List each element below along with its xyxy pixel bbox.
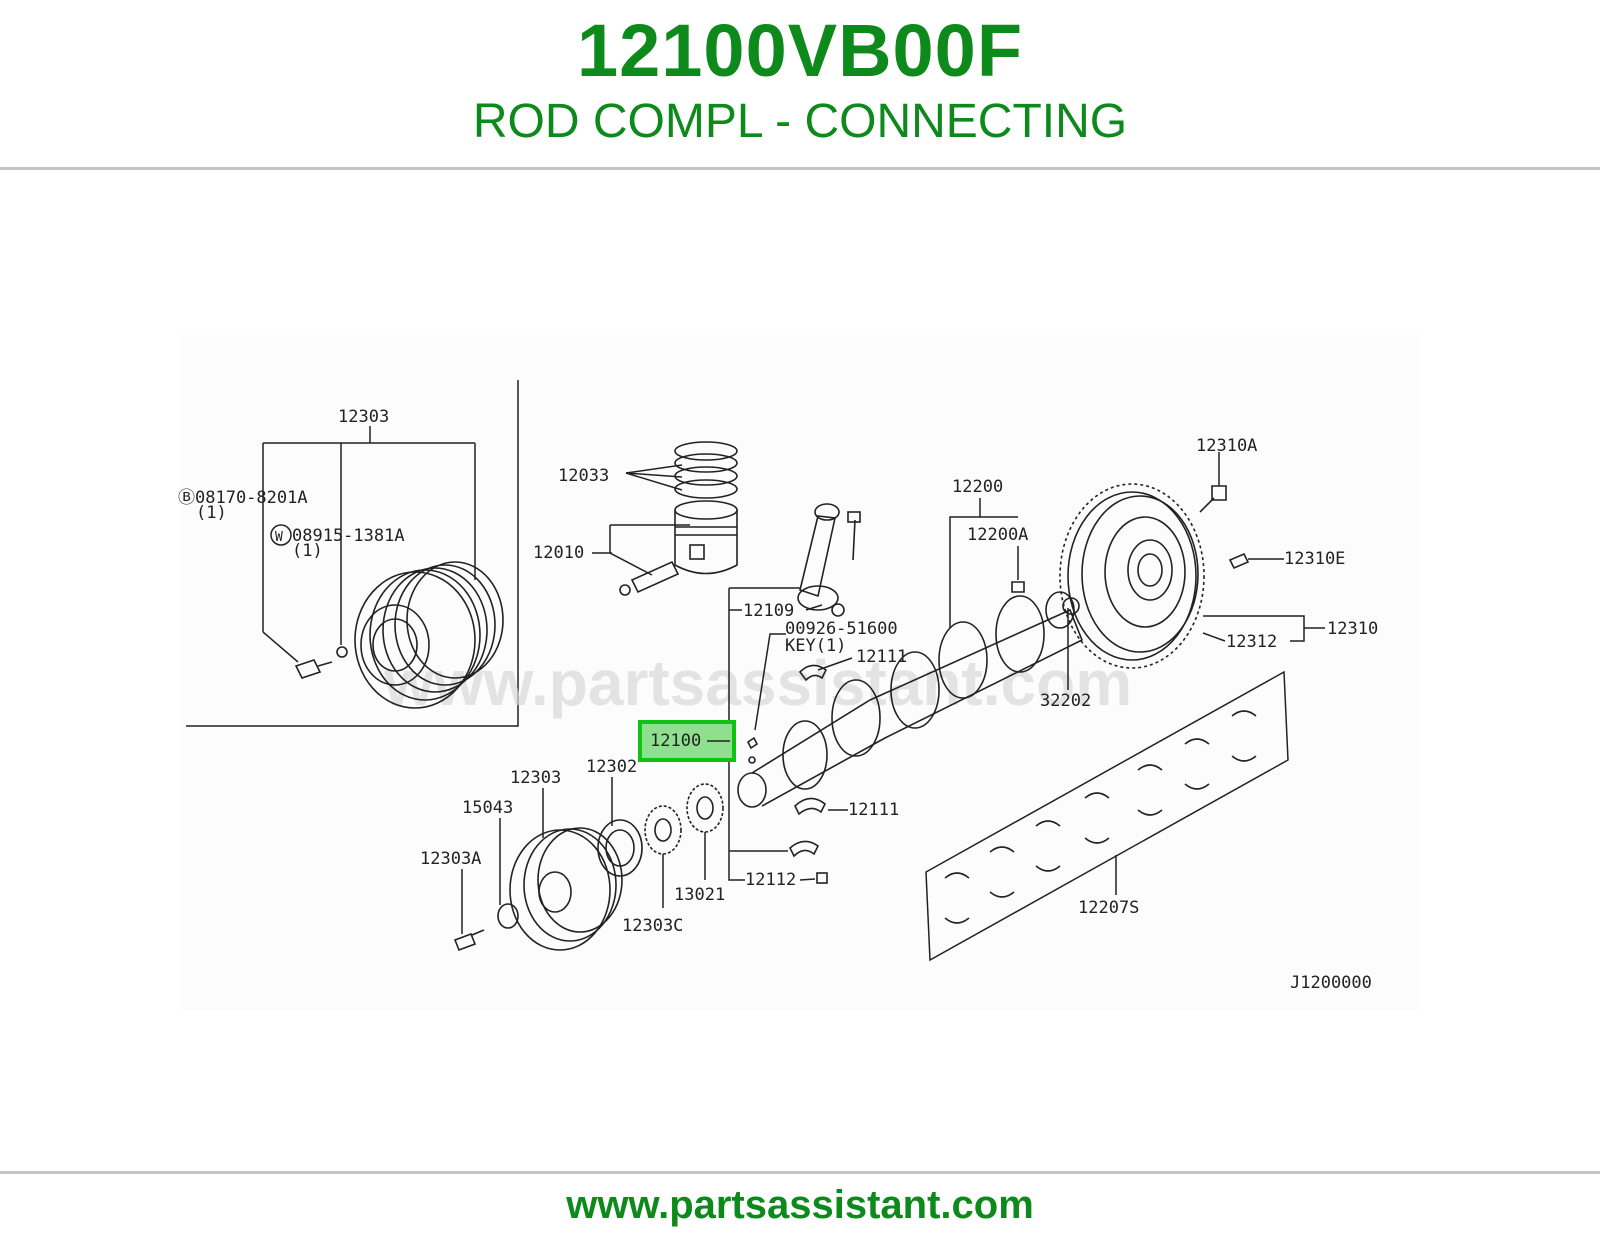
callout-12033: 12033 (558, 466, 609, 486)
callout-12310A: 12310A (1196, 436, 1257, 456)
part-number-title: 12100VB00F (576, 9, 1024, 92)
callout-12312: 12312 (1226, 632, 1277, 652)
callout-08170-qty: (1) (196, 503, 227, 523)
callout-15043: 15043 (462, 798, 513, 818)
callout-12111-top: 12111 (856, 647, 907, 667)
page-header: 12100VB00F ROD COMPL - CONNECTING (0, 0, 1600, 168)
callout-13021: 13021 (674, 885, 725, 905)
callout-12303A: 12303A (420, 849, 481, 869)
washer-mark-icon (270, 524, 292, 546)
callout-12112: 12112 (745, 870, 796, 890)
callout-12303: 12303 (510, 768, 561, 788)
inset-callout-lines (262, 426, 476, 663)
drawing-code: J1200000 (1290, 973, 1372, 993)
inset-pulley-assembly (294, 561, 504, 709)
callout-08170-8201A: Ⓑ08170-8201A (178, 488, 308, 508)
rod-cap-icon (789, 840, 820, 858)
bearing-shell-lower-icon (794, 797, 827, 816)
callout-12310: 12310 (1327, 619, 1378, 639)
crank-pulley-drawing (453, 827, 623, 952)
highlighted-callout-12100[interactable]: 12100 (650, 731, 701, 751)
flywheel-drawing (1059, 483, 1205, 669)
oil-seal-drawing (597, 819, 643, 877)
callout-12010: 12010 (533, 543, 584, 563)
footer-website-link[interactable]: www.partsassistant.com (566, 1183, 1034, 1227)
main-bearing-shells-drawing (944, 710, 1257, 924)
bolt-12310A-icon (1199, 485, 1227, 513)
callout-08915-qty: (1) (292, 541, 323, 561)
key-icon (746, 736, 759, 750)
parts-diagram: www.partsassistant.com 12303 Ⓑ08170-8201… (178, 380, 1379, 993)
callout-12302: 12302 (586, 757, 637, 777)
callout-00926-key: KEY(1) (785, 636, 846, 656)
callout-12303-inset: 12303 (338, 407, 389, 427)
watermark-text: www.partsassistant.com (383, 647, 1132, 719)
pin-12310E-icon (1228, 552, 1250, 570)
rod-nut-icon (816, 872, 828, 884)
callout-12200: 12200 (952, 477, 1003, 497)
inset-border (186, 380, 519, 727)
connecting-rod-drawing (797, 503, 861, 617)
callout-12303C: 12303C (622, 916, 683, 936)
washer-mark-letter: W (275, 530, 283, 545)
callout-12207S: 12207S (1078, 898, 1139, 918)
callout-12111-bottom: 12111 (848, 800, 899, 820)
callout-12310E: 12310E (1284, 549, 1345, 569)
header-divider (0, 167, 1600, 170)
bearing-shell-icon (798, 664, 828, 682)
callout-32202: 32202 (1040, 691, 1091, 711)
callout-12200A: 12200A (967, 525, 1028, 545)
part-description: ROD COMPL - CONNECTING (472, 95, 1128, 148)
main-bearing-panel (925, 670, 1289, 962)
callout-00926-51600: 00926-51600 (785, 619, 898, 639)
piston-rings-drawing (619, 441, 738, 596)
footer-divider (0, 1171, 1600, 1174)
callout-08915-1381A: 08915-1381A (292, 526, 405, 546)
crankshaft-drawing (737, 591, 1084, 808)
callout-12109: 12109 (743, 601, 794, 621)
